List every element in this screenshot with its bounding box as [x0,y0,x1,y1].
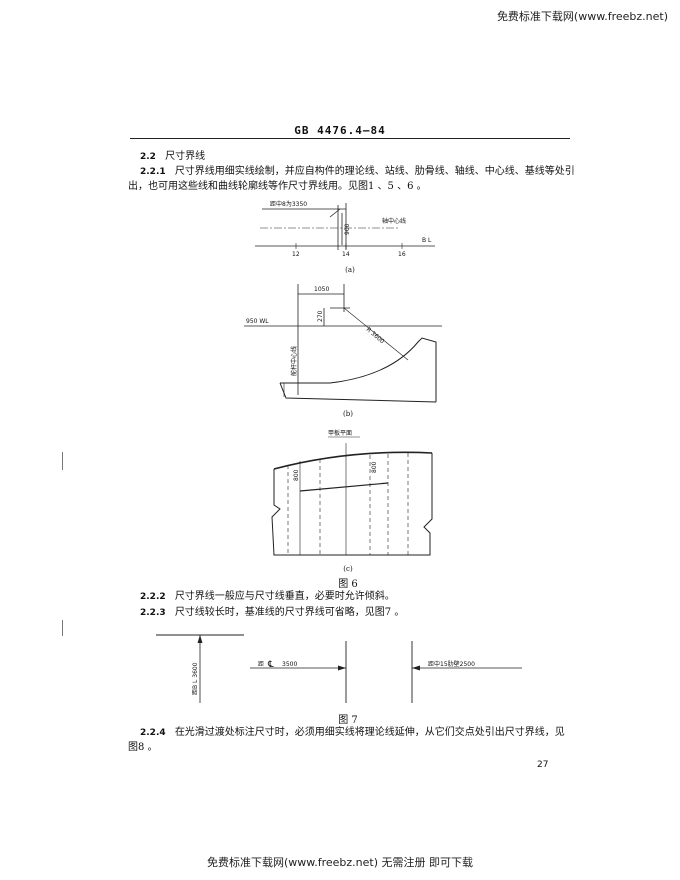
arrowhead [412,665,420,671]
paragraph-2-2-2: 2.2.2 尺寸界线一般应与尺寸线垂直，必要时允许倾斜。 [140,590,395,604]
paragraph-text: 尺寸线较长时，基准线的尺寸界线可省略，见图7 。 [174,607,405,618]
rudder-center-label: 舵杆中心线 [290,346,298,376]
figure-6b: 1050 270 950 WL R 3600 舵杆中心线 [244,284,442,403]
paragraph-2-2-1-line2: 出，也可用这些线和曲线轮廓线等作尺寸界线用。见图1 、5 、6 。 [128,181,427,192]
centerline-symbol: ℄ [267,660,274,670]
radius-line [343,307,409,361]
paragraph-text: 在光滑过渡处标注尺寸时，必须用细实线将理论线延伸，从它们交点处引出尺寸界线，见 [174,727,565,738]
hull-profile [280,337,437,402]
sub-caption-c: (c) [343,565,353,573]
tick-label: 16 [398,251,406,258]
figure-6-caption: 图 6 [338,579,358,590]
paragraph-2-2-4-line2: 图8 。 [128,742,158,753]
paragraph-number: 2.2.2 [140,592,166,602]
dim-right: 800 [371,461,378,473]
margin-mark [62,620,63,636]
tick-label: 12 [292,251,300,258]
deck-title: 甲板平面 [328,429,352,437]
dim-label-right: 距中15肋壁2500 [428,660,475,668]
header-rule [130,138,570,139]
section-outline [271,453,433,556]
arrowhead [197,635,203,643]
paragraph-2-2-1-line1: 2.2.1 尺寸界线用细实线绘制，并应自构件的理论线、站线、肋骨线、轴线、中心线… [140,165,575,179]
site-watermark-top: 免费标准下载网(www.freebz.net) [496,10,668,23]
figure-6a: 距中8为3350 轴中心线 900 B L 12 14 16 [255,200,435,258]
sub-caption-a: (a) [345,266,355,274]
figure-6c: 甲板平面 800 800 [271,429,433,556]
arrowhead [338,665,346,671]
baseline-label: B L [422,237,432,244]
radius-label: R 3600 [365,326,386,345]
page-number: 27 [537,760,549,770]
section-heading: 2.2 尺寸界线 [140,150,205,164]
dim-label-mid-prefix: 距 [258,661,264,668]
dim-label-mid-value: 3500 [282,661,297,668]
deck-curve [273,451,433,470]
dim-vertical: 900 [344,223,351,235]
axis-label: 轴中心线 [382,217,406,225]
dim-label-top: 1050 [314,286,329,293]
hull-bottom [279,382,437,403]
figure-7: 距B L 3600 距 ℄ 3500 距中15肋壁2500 [156,634,522,703]
site-watermark-bottom: 免费标准下载网(www.freebz.net) 无需注册 即可下载 [206,856,474,869]
paragraph-2-2-4-line1: 2.2.4 在光滑过渡处标注尺寸时，必须用细实线将理论线延伸，从它们交点处引出尺… [140,726,565,740]
sub-caption-b: (b) [343,410,353,418]
figure-7-caption: 图 7 [338,715,358,726]
waterline-label: 950 WL [246,318,269,325]
paragraph-number: 2.2.3 [140,608,166,618]
dim-vertical: 270 [317,310,324,322]
paragraph-number: 2.2.4 [140,728,166,738]
tick-label: 14 [342,251,350,258]
dim-label-top: 距中8为3350 [270,200,307,208]
dimension-line [299,482,389,492]
standard-code: GB 4476.4—84 [294,124,386,137]
leader-line [329,208,341,218]
section-number: 2.2 [140,152,156,162]
dim-label-left: 距B L 3600 [192,662,199,695]
section-title: 尺寸界线 [165,151,206,162]
paragraph-text: 尺寸界线用细实线绘制，并应自构件的理论线、站线、肋骨线、轴线、中心线、基线等处引 [174,166,575,177]
paragraph-2-2-3: 2.2.3 尺寸线较长时，基准线的尺寸界线可省略，见图7 。 [140,606,404,620]
dim-left: 800 [293,469,300,481]
margin-mark [62,452,63,470]
paragraph-number: 2.2.1 [140,167,166,177]
paragraph-text: 尺寸界线一般应与尺寸线垂直，必要时允许倾斜。 [174,591,395,602]
